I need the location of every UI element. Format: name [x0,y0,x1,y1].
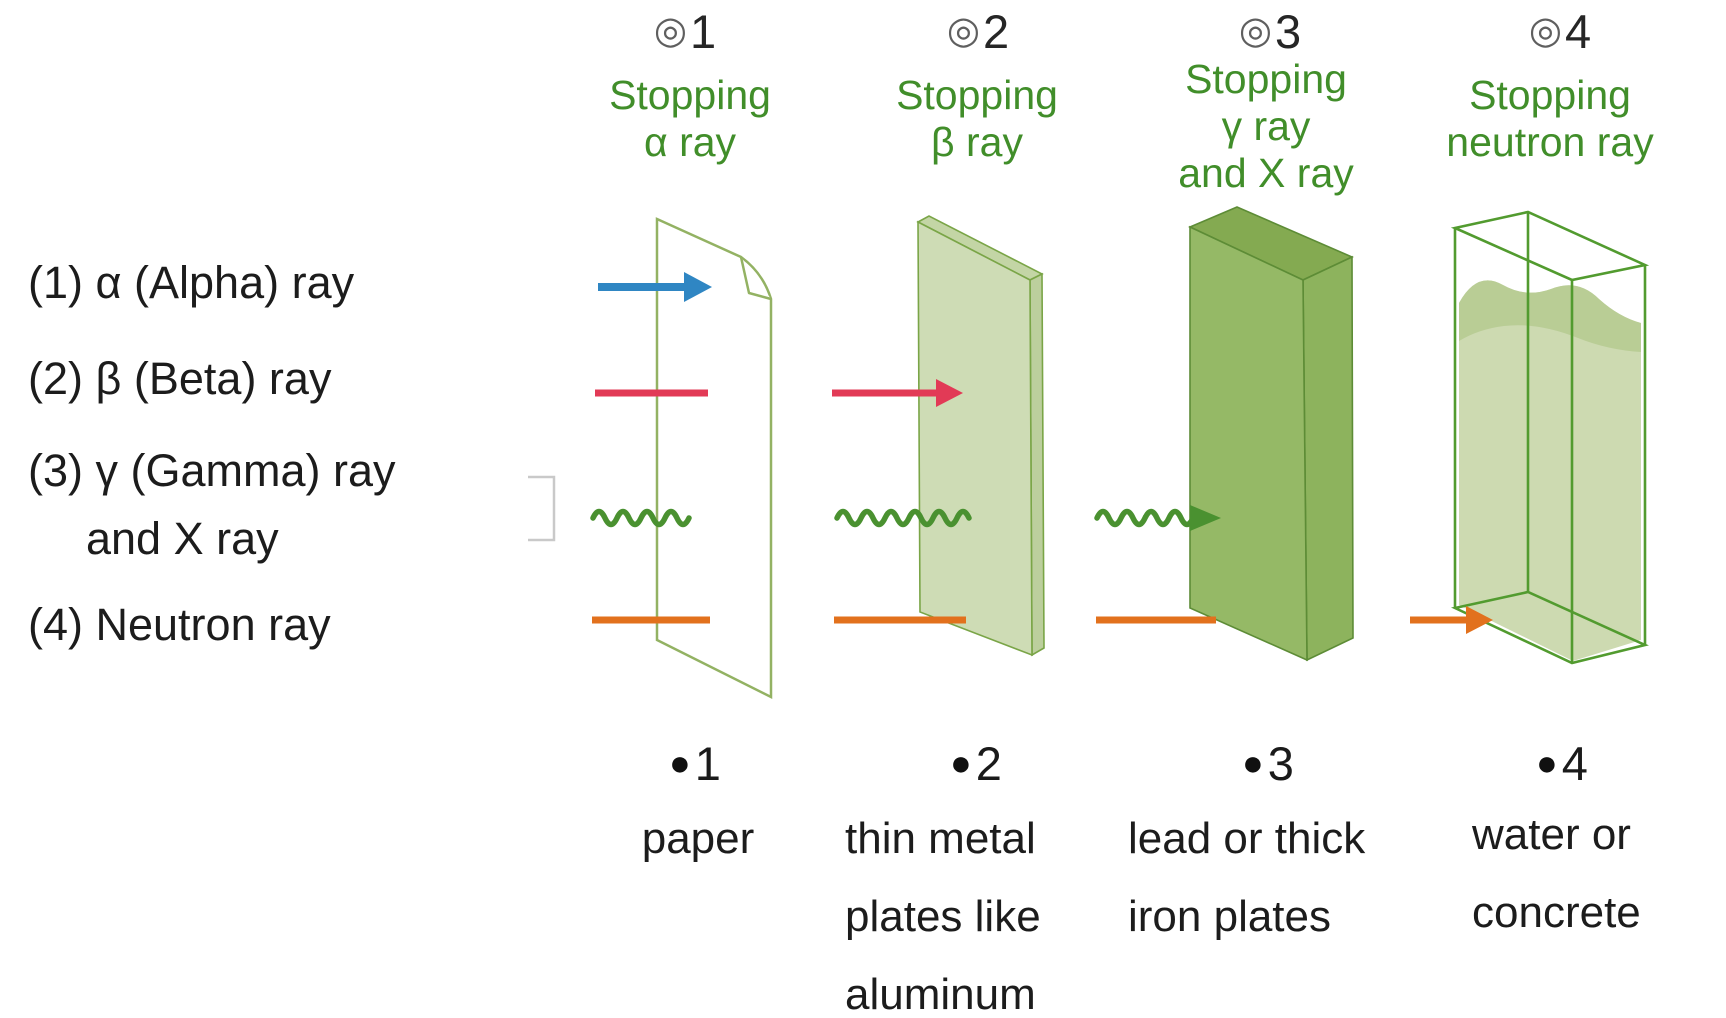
legend-neutron-ray: (4) Neutron ray [28,599,331,650]
gamma-ray-segment-1 [590,508,692,528]
lead-block-side-face [1302,255,1354,662]
column-header-stopping-neutron: Stopping neutron ray [1388,72,1712,166]
gamma-ray-arrows [590,505,1221,531]
circled-dot-icon: ◎ [653,10,688,52]
metal-plate-front-face [917,220,1033,657]
top-marker-number: 4 [1565,4,1592,58]
paper-sheet-barrier [655,217,773,700]
gamma-ray-segment-2 [834,508,972,528]
material-line: concrete [1472,888,1641,937]
circled-dot-icon: ◎ [946,10,981,52]
bottom-marker-number: 4 [1561,736,1588,790]
lead-block-barrier [1188,206,1354,662]
lead-block-front-face [1189,225,1308,662]
paper-sheet [655,217,773,700]
material-line: paper [641,814,755,863]
legend-beta-ray: (2) β (Beta) ray [28,353,332,404]
header-line: γ ray [1221,103,1311,149]
column-header-stopping-beta: Stopping β ray [817,72,1137,166]
legend-gamma-ray-xray: and X ray [86,513,279,564]
filled-dot-icon: ● [669,742,691,783]
neutron-arrowhead-icon [1466,606,1493,634]
gamma-ray-segment-3 [1094,508,1196,528]
circled-dot-icon: ◎ [1238,10,1273,52]
header-line: Stopping [609,72,771,118]
tank-liquid-surface-wave [1459,280,1641,352]
column-header-stopping-alpha: Stopping α ray [530,72,850,166]
bottom-marker-number: 3 [1267,736,1294,790]
top-marker-1: ◎ 1 [615,4,755,58]
water-tank-barrier [1450,210,1650,665]
header-line: β ray [931,119,1023,165]
tank-liquid [1459,280,1641,661]
bottom-marker-number: 2 [975,736,1002,790]
material-label-paper: paper [598,800,798,878]
filled-dot-icon: ● [1536,742,1558,783]
bottom-marker-1: ● 1 [625,736,765,790]
top-marker-4: ◎ 4 [1490,4,1630,58]
legend-gamma-ray: (3) γ (Gamma) ray [28,445,396,496]
top-marker-number: 2 [983,4,1010,58]
material-line: thin metal [845,814,1036,863]
beta-ray-arrows [595,379,963,407]
metal-plate-barrier [916,215,1045,657]
filled-dot-icon: ● [950,742,972,783]
header-line: Stopping [1469,72,1631,118]
bottom-marker-3: ● 3 [1198,736,1338,790]
material-line: water or [1472,810,1631,859]
material-label-water: water or concrete [1472,796,1641,952]
tank-top-face [1450,210,1650,282]
filled-dot-icon: ● [1242,742,1264,783]
neutron-ray-arrows [592,606,1493,634]
top-marker-2: ◎ 2 [908,4,1048,58]
material-line: iron plates [1128,892,1332,941]
alpha-arrowhead-icon [684,272,712,302]
legend-alpha-ray: (1) α (Alpha) ray [28,257,355,308]
bottom-marker-4: ● 4 [1492,736,1632,790]
material-line: lead or thick [1128,814,1366,863]
beta-arrowhead-icon [936,379,963,407]
header-line: Stopping [896,72,1058,118]
material-line: plates like [845,892,1041,941]
alpha-ray-arrow [598,272,712,302]
circled-dot-icon: ◎ [1528,10,1563,52]
column-header-stopping-gamma: Stopping γ ray and X ray [1106,56,1426,197]
header-line: Stopping [1185,56,1347,102]
legend-bracket [528,475,556,542]
material-label-lead: lead or thick iron plates [1128,800,1365,956]
tank-wireframe [1450,210,1650,665]
bottom-marker-2: ● 2 [906,736,1046,790]
bottom-marker-number: 1 [694,736,721,790]
header-line: α ray [643,119,737,165]
gamma-arrowhead-icon [1190,505,1221,531]
material-line: aluminum [845,970,1036,1018]
top-marker-3: ◎ 3 [1200,4,1340,58]
top-marker-number: 3 [1275,4,1302,58]
top-marker-number: 1 [690,4,717,58]
material-label-metal: thin metal plates like aluminum [845,800,1041,1018]
header-line: and X ray [1178,150,1354,196]
header-line: neutron ray [1446,119,1654,165]
paper-fold-corner-icon [739,256,772,301]
